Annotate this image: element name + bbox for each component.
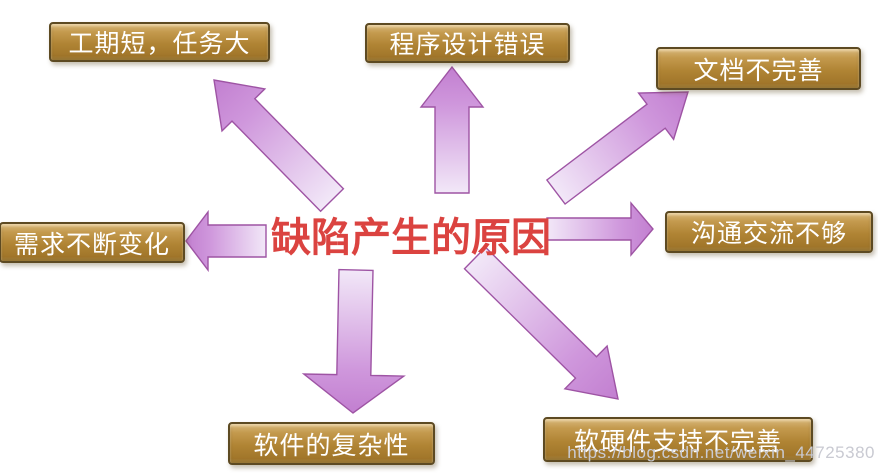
arrow-to-left: [185, 209, 267, 273]
diagram-title: 缺陷产生的原因: [271, 216, 551, 260]
node-insufficient-communication: 沟通交流不够: [665, 211, 873, 253]
node-short-schedule-big-task: 工期短，任务大: [49, 22, 270, 62]
arrow-to-top-right: [545, 91, 689, 205]
node-software-complexity: 软件的复杂性: [228, 422, 435, 465]
node-programming-errors: 程序设计错误: [365, 23, 570, 63]
arrow-to-top-center: [419, 65, 485, 194]
arrow-to-right: [546, 201, 654, 257]
arrow-to-bottom: [301, 268, 406, 414]
arrow-to-top-left: [213, 79, 345, 213]
watermark-url: https://blog.csdn.net/weixin_44725380: [567, 443, 875, 462]
node-incomplete-documentation: 文档不完善: [656, 47, 861, 90]
node-changing-requirements: 需求不断变化: [0, 222, 185, 263]
node-incomplete-hw-sw-support: 软硬件支持不完善: [543, 417, 813, 462]
arrow-to-bottom-right: [463, 246, 619, 400]
